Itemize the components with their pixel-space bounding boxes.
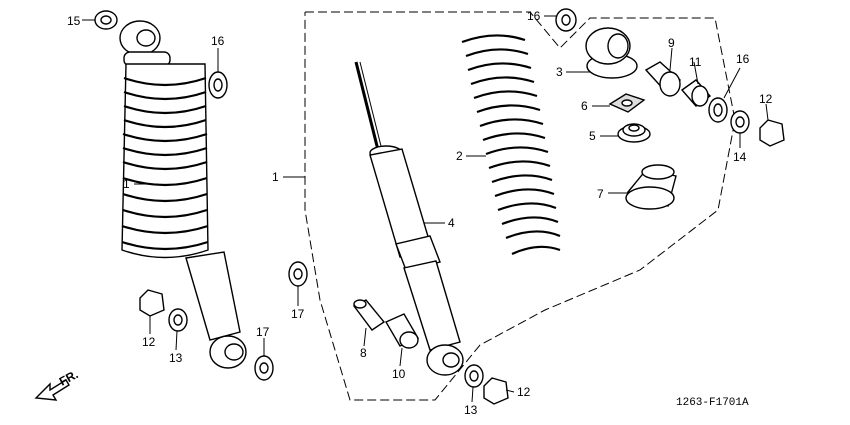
callout-15: 15 — [67, 14, 81, 28]
callout-13-bottom: 13 — [464, 403, 478, 417]
callout-10: 10 — [392, 367, 406, 381]
callout-12-bottom: 12 — [517, 385, 531, 399]
washer-17-low — [254, 355, 274, 381]
callout-13-left: 13 — [169, 351, 183, 365]
callout-17-mid: 17 — [291, 307, 305, 321]
callout-17-low: 17 — [256, 325, 270, 339]
callout-7: 7 — [597, 187, 604, 201]
callout-3: 3 — [556, 65, 563, 79]
front-arrow-icon — [34, 379, 70, 401]
washer-14 — [730, 110, 750, 134]
callout-2: 2 — [456, 149, 463, 163]
washer-16-right — [708, 97, 728, 123]
washer-16-left — [208, 71, 228, 99]
front-direction-indicator: FR. — [34, 367, 80, 401]
callout-8: 8 — [360, 346, 367, 360]
callout-9: 9 — [668, 36, 675, 50]
collar-11 — [680, 79, 712, 107]
washer-17-mid — [288, 261, 308, 287]
callout-4: 4 — [448, 216, 455, 230]
upper-mount — [585, 27, 638, 79]
bushing-10 — [385, 313, 419, 349]
callout-12-right: 12 — [759, 92, 773, 106]
collar-8 — [352, 299, 386, 331]
washer-13-left — [168, 308, 188, 332]
callout-5: 5 — [589, 129, 596, 143]
callout-14: 14 — [733, 150, 747, 164]
bushing-9 — [644, 61, 682, 97]
washer-13-bottom — [464, 364, 484, 388]
washer-16-top — [555, 8, 577, 32]
callout-11: 11 — [689, 55, 702, 69]
callout-1-left: 1 — [123, 177, 130, 191]
callout-16-top: 16 — [527, 9, 541, 23]
coil-spring — [461, 34, 561, 264]
washer-15 — [94, 10, 118, 30]
cap-nut-12-right — [759, 119, 785, 147]
callouts: 15 16 1 1 2 4 16 3 9 11 16 6 5 7 12 14 1… — [67, 9, 773, 417]
damper-unit — [354, 61, 464, 376]
callout-16-right: 16 — [736, 52, 750, 66]
nut-6 — [608, 93, 646, 113]
assembly-boundary — [304, 11, 736, 401]
spring-seat-7 — [625, 164, 677, 210]
cap-nut-12-left — [139, 289, 165, 317]
cap-nut-12-bottom — [483, 377, 509, 405]
callout-12-left: 12 — [142, 335, 156, 349]
callout-16-left: 16 — [211, 34, 225, 48]
leader-lines — [82, 15, 769, 403]
callout-6: 6 — [581, 99, 588, 113]
rubber-5 — [617, 123, 651, 143]
assembled-shock-absorber — [119, 20, 247, 369]
callout-1-mid: 1 — [272, 170, 279, 184]
drawing-code: 1263-F1701A — [676, 397, 749, 409]
